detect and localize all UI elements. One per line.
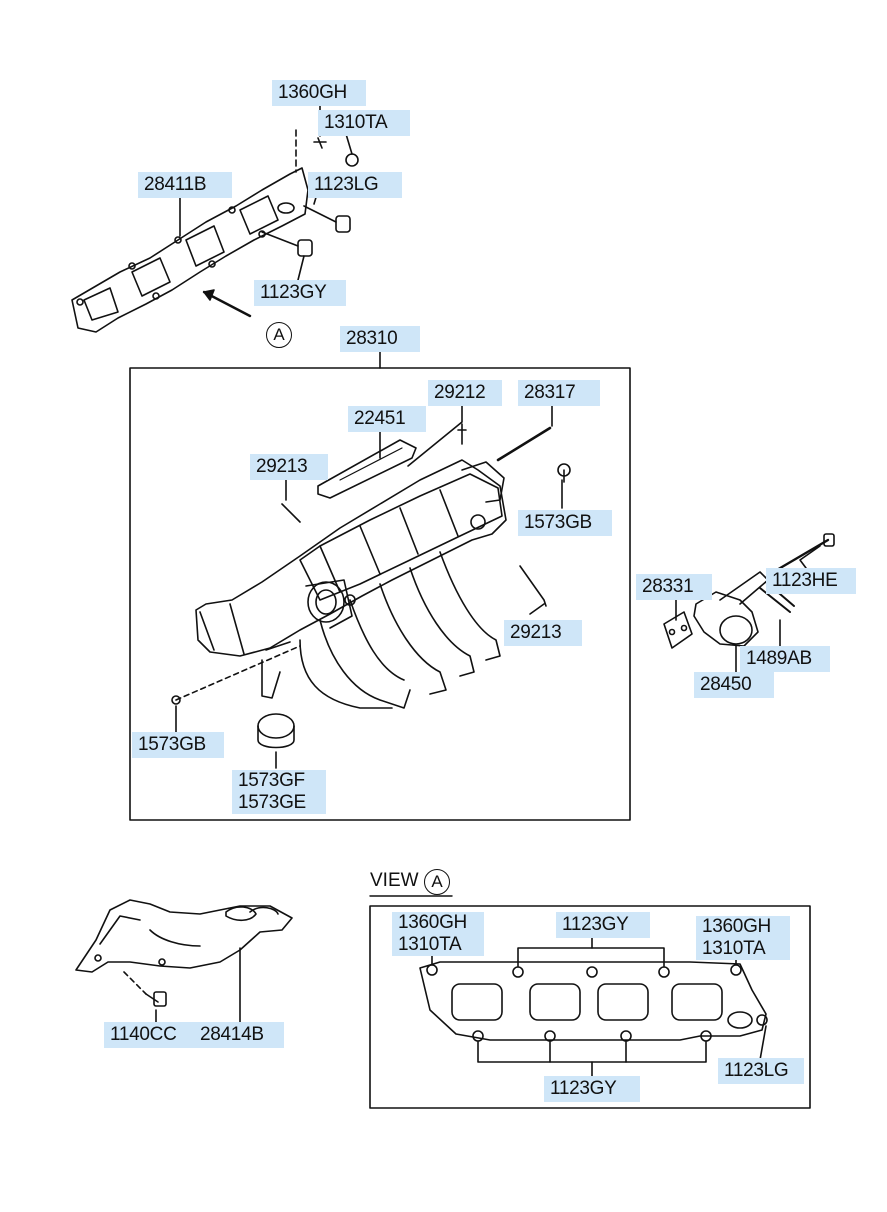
label-28450[interactable]: 28450 <box>694 672 774 698</box>
label-28331[interactable]: 28331 <box>636 574 712 600</box>
label-view-1123gy-top[interactable]: 1123GY <box>556 912 650 938</box>
view-gasket-illustration <box>419 961 768 1042</box>
right-leader-lines <box>675 545 821 673</box>
view-frame <box>369 905 811 1109</box>
label-1573gb-right[interactable]: 1573GB <box>518 510 612 536</box>
top-fasteners <box>202 129 359 318</box>
label-28317[interactable]: 28317 <box>518 380 600 406</box>
label-view-1310ta-left[interactable]: 1310TA <box>392 934 484 956</box>
view-a-reference-marker: A <box>266 322 292 348</box>
label-1123he[interactable]: 1123HE <box>766 568 856 594</box>
label-view-1360gh-left[interactable]: 1360GH <box>392 912 484 934</box>
gasket-28411b-illustration <box>71 167 309 333</box>
label-view-1310ta-right[interactable]: 1310TA <box>696 938 790 960</box>
label-view-1123lg[interactable]: 1123LG <box>718 1058 804 1084</box>
label-29213-upper[interactable]: 29213 <box>250 454 328 480</box>
label-1489ab[interactable]: 1489AB <box>740 646 830 672</box>
label-28414b[interactable]: 28414B <box>194 1022 284 1048</box>
label-1123gy-top[interactable]: 1123GY <box>254 280 346 306</box>
label-view-1360gh-right[interactable]: 1360GH <box>696 916 790 938</box>
view-title: VIEW <box>370 870 419 891</box>
intake-manifold-illustration <box>171 423 571 749</box>
view-title-marker: A <box>424 869 450 895</box>
label-1573gb-left[interactable]: 1573GB <box>132 732 224 758</box>
main-leader-lines <box>175 401 563 769</box>
label-1573ge[interactable]: 1573GE <box>232 792 326 814</box>
label-29212[interactable]: 29212 <box>428 380 502 406</box>
label-1360gh-top[interactable]: 1360GH <box>272 80 366 106</box>
label-29213-lower[interactable]: 29213 <box>504 620 582 646</box>
heat-shield-illustration <box>75 899 293 1007</box>
label-view-1123gy-bottom[interactable]: 1123GY <box>544 1076 640 1102</box>
label-22451[interactable]: 22451 <box>348 406 426 432</box>
label-1573gf[interactable]: 1573GF <box>232 770 326 792</box>
label-1140cc[interactable]: 1140CC <box>104 1022 196 1048</box>
label-28411b[interactable]: 28411B <box>138 172 232 198</box>
bottom-left-leader-lines <box>155 947 241 1023</box>
label-1310ta-top[interactable]: 1310TA <box>318 110 410 136</box>
label-28310[interactable]: 28310 <box>340 326 420 352</box>
label-1123lg-top[interactable]: 1123LG <box>308 172 402 198</box>
